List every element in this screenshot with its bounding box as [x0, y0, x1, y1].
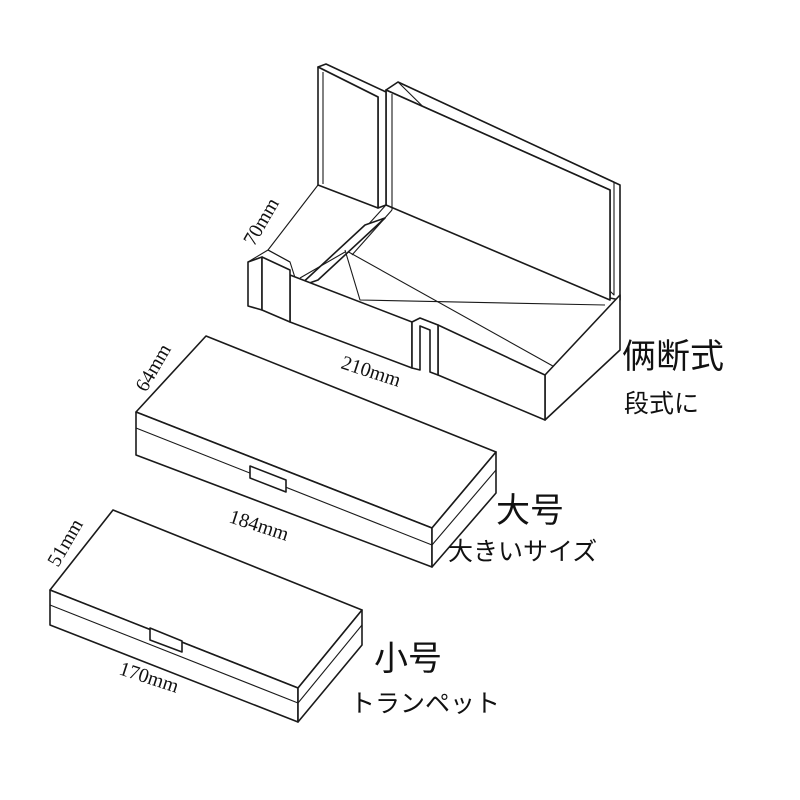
top-title: 俩断式: [622, 337, 724, 377]
large-lid: [385, 81, 621, 301]
mid-subtitle: 大きいサイズ: [448, 537, 597, 566]
latch-icon: [249, 465, 287, 493]
top-height-label: 70mm: [239, 194, 284, 250]
large-closed-case: 64mm 184mm: [131, 335, 497, 568]
latch-icon: [149, 627, 183, 653]
mid-title: 大号: [496, 491, 564, 531]
open-two-section-case: 70mm 210mm: [239, 63, 621, 421]
case-interior: [267, 184, 606, 371]
case-base: [247, 249, 621, 421]
mid-length-label: 184mm: [226, 506, 291, 546]
top-subtitle: 段式に: [624, 389, 699, 418]
bot-subtitle: トランペット: [350, 689, 500, 718]
small-closed-case: 51mm 170mm: [43, 509, 363, 723]
small-lid: [317, 63, 387, 209]
bot-title: 小号: [374, 639, 442, 679]
